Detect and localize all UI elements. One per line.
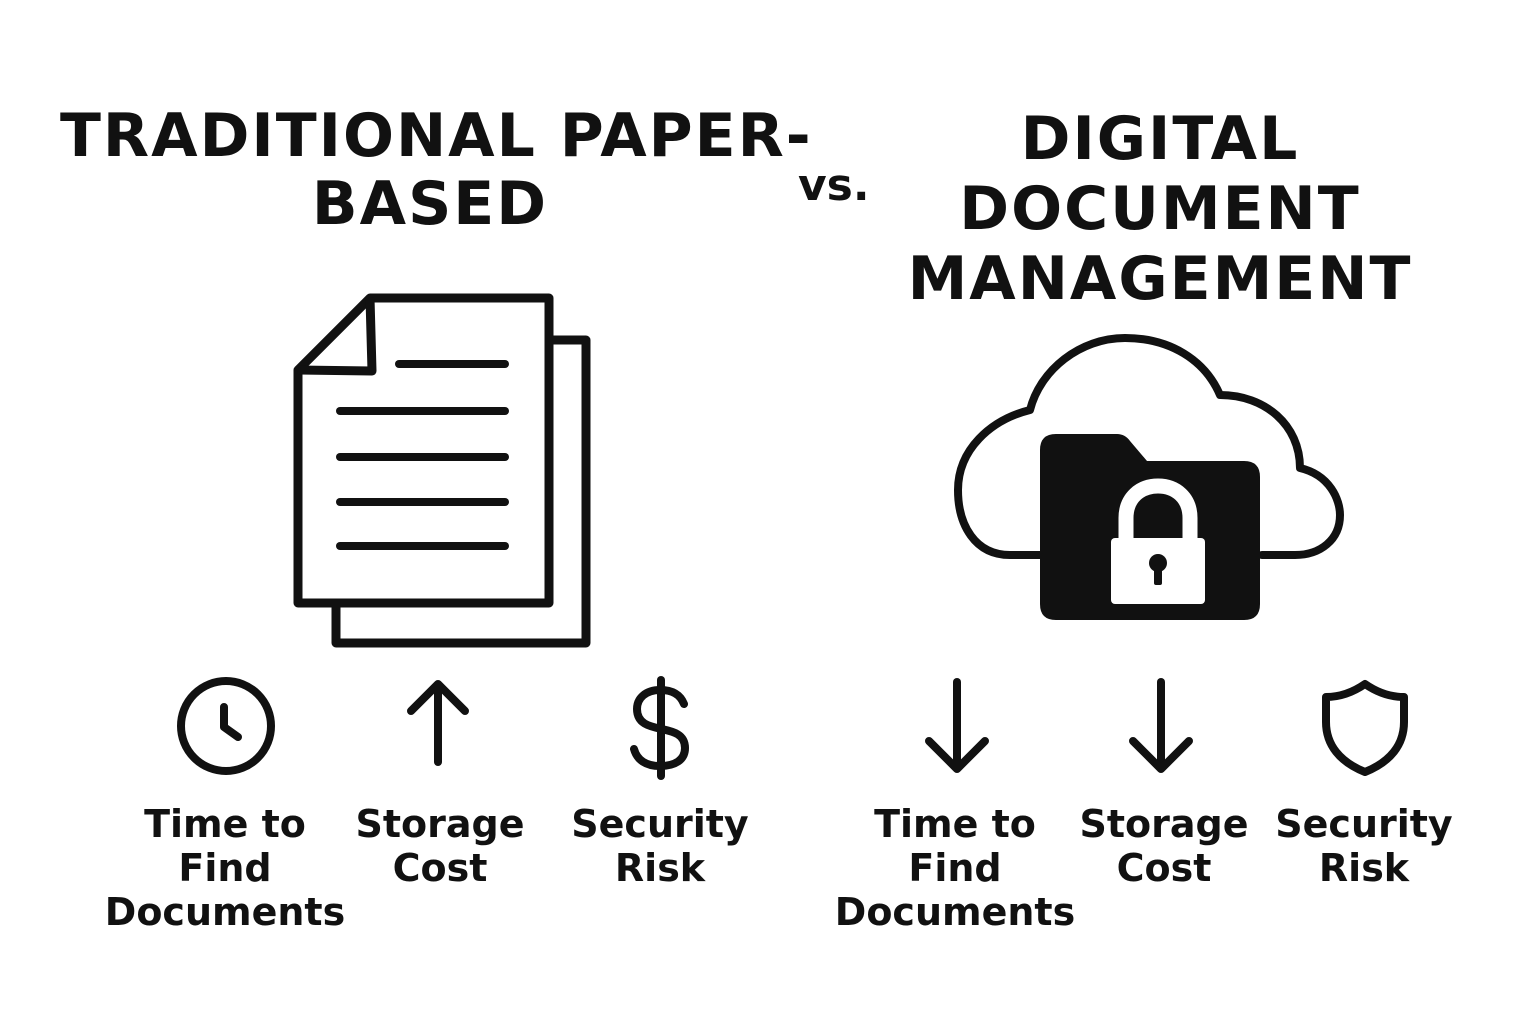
metric-label-security-risk: Security Risk — [1234, 802, 1494, 890]
label-line: Security — [1275, 802, 1453, 846]
label-line: Cost — [1116, 846, 1212, 890]
traditional-title-line-1: TRADITIONAL PAPER- — [60, 101, 813, 171]
label-line: Risk — [614, 846, 706, 890]
metric-label-storage-cost: Storage Cost — [310, 802, 570, 890]
clock-icon — [177, 677, 275, 775]
metric-label-time-to-find: Time to Find Documents — [95, 802, 355, 934]
shield-icon — [1322, 680, 1408, 776]
vs-separator: vs. — [798, 160, 870, 211]
label-line: Risk — [1318, 846, 1410, 890]
traditional-title-line-2: BASED — [311, 169, 549, 239]
paper-documents-icon — [293, 293, 591, 648]
traditional-title: TRADITIONAL PAPER- BASED — [60, 101, 813, 239]
arrow-down-icon — [925, 678, 989, 773]
label-line: Storage — [355, 802, 525, 846]
digital-title: DIGITAL DOCUMENT MANAGEMENT — [880, 104, 1440, 314]
label-line: Find — [908, 846, 1002, 890]
label-line: Security — [571, 802, 749, 846]
label-line: Time to — [144, 802, 306, 846]
lock-icon — [1111, 478, 1205, 604]
label-line: Documents — [834, 890, 1076, 934]
metric-label-security-risk: Security Risk — [530, 802, 790, 890]
metric-label-time-to-find: Time to Find Documents — [825, 802, 1085, 934]
digital-title-line-1: DIGITAL — [1020, 104, 1300, 174]
label-line: Documents — [104, 890, 346, 934]
label-line: Storage — [1079, 802, 1249, 846]
cloud-folder-lock-icon — [954, 334, 1344, 620]
arrow-down-icon — [1129, 678, 1193, 773]
arrow-up-icon — [407, 680, 469, 766]
digital-title-line-2: DOCUMENT — [959, 174, 1361, 244]
label-line: Cost — [392, 846, 488, 890]
metric-label-storage-cost: Storage Cost — [1034, 802, 1294, 890]
label-line: Time to — [874, 802, 1036, 846]
dollar-icon — [630, 676, 690, 780]
label-line: Find — [178, 846, 272, 890]
digital-title-line-3: MANAGEMENT — [907, 244, 1413, 314]
